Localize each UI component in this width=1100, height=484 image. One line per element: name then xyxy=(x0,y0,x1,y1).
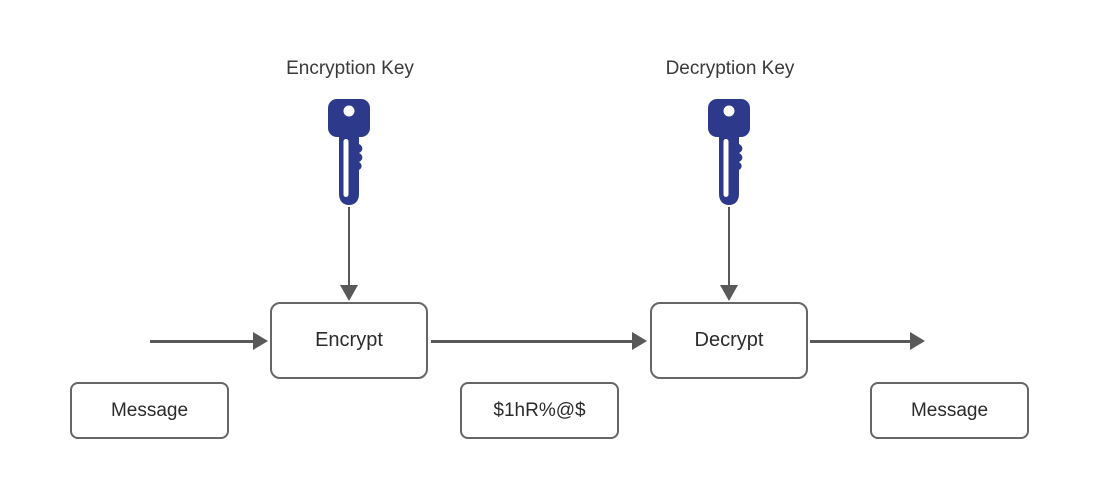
arrow-decrypt-to-message xyxy=(810,340,911,343)
arrowhead-right-icon xyxy=(253,332,268,350)
arrow-message-to-encrypt xyxy=(150,340,254,343)
key-icon xyxy=(328,99,370,205)
decrypt-node: Decrypt xyxy=(650,302,808,379)
message-output-node: Message xyxy=(870,382,1029,439)
arrow-decryption-key-to-decrypt xyxy=(728,207,730,287)
decrypt-node-label: Decrypt xyxy=(694,329,764,351)
key-icon xyxy=(708,99,750,205)
message-input-node: Message xyxy=(70,382,229,439)
encrypt-node-label: Encrypt xyxy=(315,329,383,351)
arrowhead-right-icon xyxy=(632,332,647,350)
message-output-label: Message xyxy=(910,399,989,421)
encryption-key-label: Encryption Key xyxy=(286,58,414,79)
decryption-key-label: Decryption Key xyxy=(665,58,795,79)
arrowhead-right-icon xyxy=(910,332,925,350)
arrow-encryption-key-to-encrypt xyxy=(348,207,350,287)
arrow-encrypt-to-decrypt xyxy=(431,340,633,343)
arrowhead-down-icon xyxy=(340,285,358,301)
message-input-label: Message xyxy=(110,399,189,421)
encrypt-node: Encrypt xyxy=(270,302,428,379)
arrowhead-down-icon xyxy=(720,285,738,301)
ciphertext-node: $1hR%@$ xyxy=(460,382,619,439)
ciphertext-label: $1hR%@$ xyxy=(493,399,586,421)
